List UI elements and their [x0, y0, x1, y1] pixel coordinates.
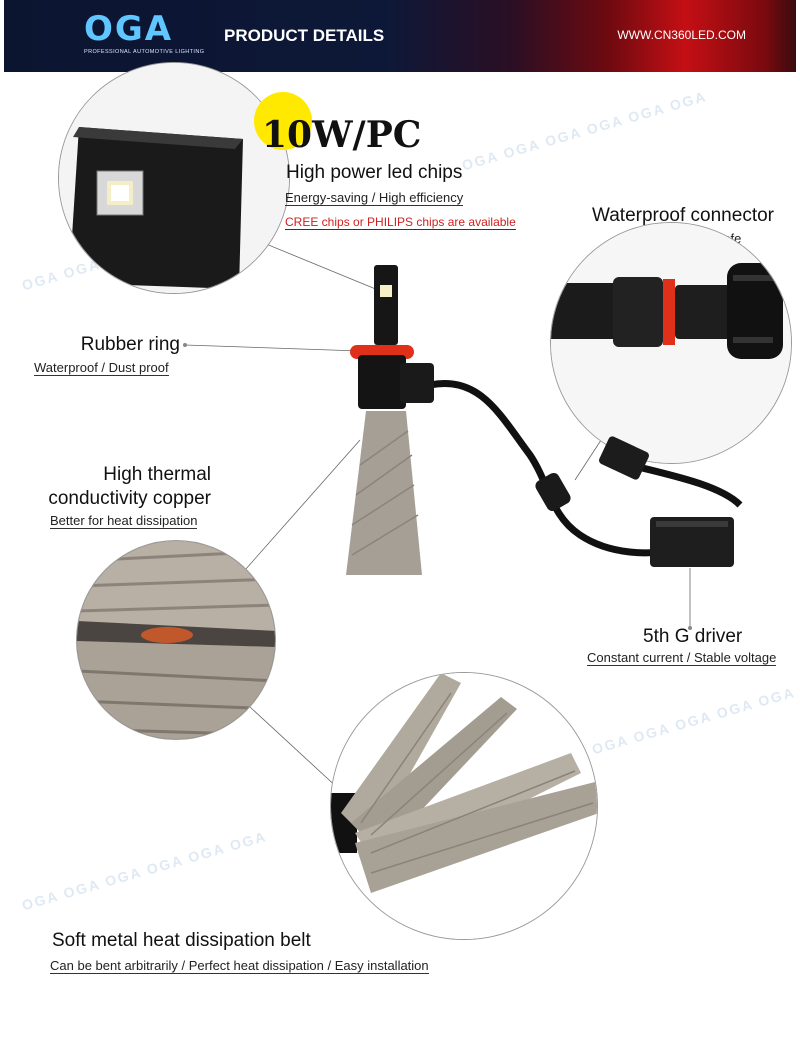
ring-subtitle: Waterproof / Dust proof [34, 360, 169, 376]
callout-line-ring [184, 344, 361, 352]
chips-note: CREE chips or PHILIPS chips are availabl… [285, 215, 516, 230]
led-chip-closeup [58, 62, 290, 294]
power-unit: W/PC [312, 114, 422, 156]
copper-closeup [76, 540, 276, 740]
oga-logo[interactable]: OGA PROFESSIONAL AUTOMOTIVE LIGHTING [84, 9, 204, 60]
callout-dot [688, 626, 692, 630]
callout-dot [183, 343, 187, 347]
copper-title-line1: High thermal [103, 464, 211, 485]
header-banner: OGA PROFESSIONAL AUTOMOTIVE LIGHTING PRO… [4, 0, 796, 72]
website-link[interactable]: WWW.CN360LED.COM [617, 28, 746, 42]
copper-title-line2: conductivity copper [48, 488, 211, 509]
connector-closeup [550, 222, 792, 464]
callout-line-copper [244, 439, 361, 571]
belt-title: Soft metal heat dissipation belt [52, 930, 311, 951]
chips-subtitle: Energy-saving / High efficiency [285, 190, 464, 206]
page-title: PRODUCT DETAILS [224, 26, 385, 45]
power-rating: 10W/PC [262, 114, 421, 156]
logo-text: OGA [84, 9, 174, 49]
power-value: 10 [262, 114, 313, 156]
chips-title: High power led chips [286, 162, 463, 183]
belt-subtitle: Can be bent arbitrarily / Perfect heat d… [50, 958, 429, 974]
power-badge [254, 92, 312, 150]
connector-title: Waterproof connector [592, 205, 774, 226]
heat-belt-closeup [330, 672, 598, 940]
led-bulb-product [346, 265, 743, 575]
driver-title: 5th G driver [643, 626, 743, 647]
ring-title: Rubber ring [80, 334, 180, 355]
logo-subtitle: PROFESSIONAL AUTOMOTIVE LIGHTING [84, 49, 205, 55]
copper-subtitle: Better for heat dissipation [50, 513, 198, 529]
driver-subtitle: Constant current / Stable voltage [587, 650, 777, 666]
